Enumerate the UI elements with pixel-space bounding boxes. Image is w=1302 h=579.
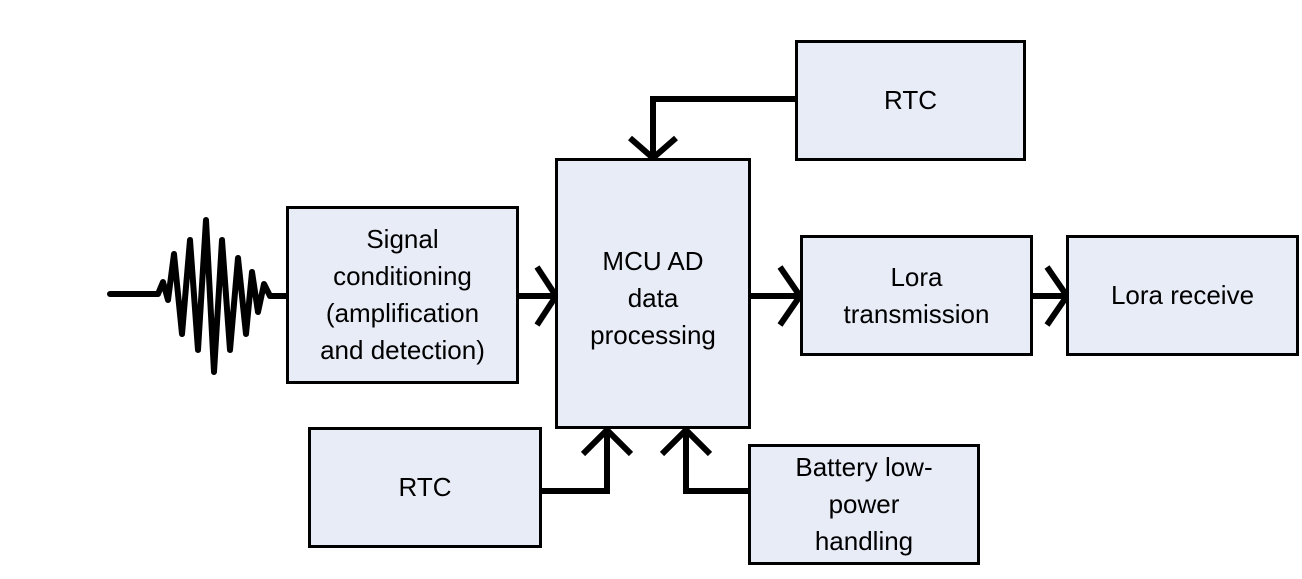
mcu-block: MCU AD data processing xyxy=(555,158,751,429)
rtc-top-block: RTC xyxy=(795,40,1026,161)
arrow-rtc-top-to-mcu xyxy=(650,96,797,156)
signal-conditioning-block: Signal conditioning (amplification and d… xyxy=(286,206,519,384)
rtc-bottom-label: RTC xyxy=(398,472,452,502)
lora-transmission-block: Lora transmission xyxy=(800,235,1033,356)
lora-receive-block: Lora receive xyxy=(1066,235,1299,356)
input-signal-waveform xyxy=(107,217,291,375)
lora-transmission-label: Lora transmission xyxy=(843,261,990,329)
lora-receive-label: Lora receive xyxy=(1110,280,1255,310)
rtc-top-label: RTC xyxy=(884,85,937,115)
arrowhead-battery-to-mcu xyxy=(659,425,713,457)
mcu-label: MCU AD data processing xyxy=(590,246,716,350)
battery-low-power-label: Battery low- power handling xyxy=(795,452,933,556)
rtc-bottom-block: RTC xyxy=(308,427,542,548)
arrow-battery-to-mcu xyxy=(683,432,750,494)
arrow-rtc-bottom-to-mcu xyxy=(541,432,610,494)
battery-low-power-block: Battery low- power handling xyxy=(748,444,980,565)
signal-conditioning-label: Signal conditioning (amplification and d… xyxy=(320,224,485,365)
arrowhead-rtc-bottom-to-mcu xyxy=(580,425,634,457)
